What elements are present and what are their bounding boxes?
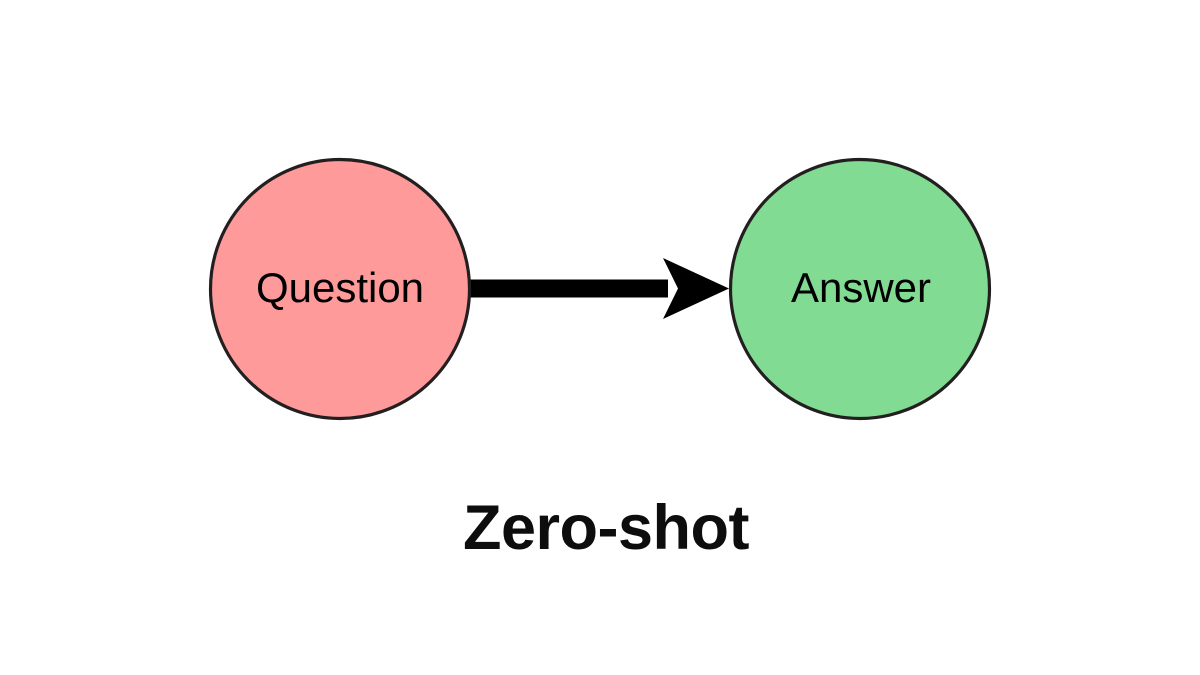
question-circle[interactable]: [208, 157, 472, 421]
answer-label: Answer: [791, 264, 931, 311]
question-label: Question: [256, 264, 424, 311]
answer-circle[interactable]: [728, 157, 992, 421]
figure-caption: Zero-shot: [463, 493, 750, 563]
arrow-shaft: [468, 279, 668, 298]
node-answer[interactable]: Answer: [728, 157, 992, 421]
node-question[interactable]: Question: [208, 157, 472, 421]
edge-question-to-answer: [468, 258, 729, 319]
arrow-head-icon: [663, 258, 729, 319]
